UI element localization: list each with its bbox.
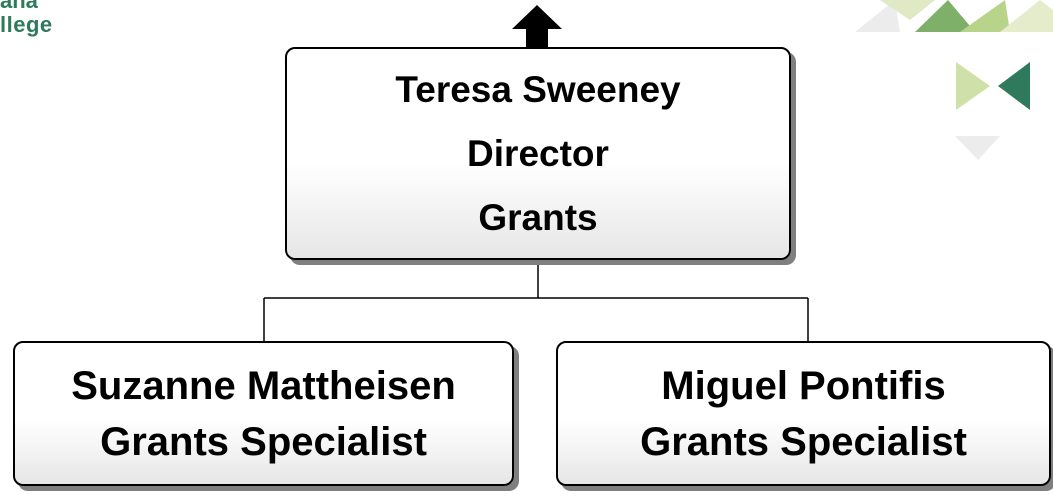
college-logo-text: llege [0, 12, 53, 37]
node-name: Teresa Sweeney [395, 68, 681, 110]
up-arrow-icon [512, 5, 562, 47]
node-name: Miguel Pontifis [661, 363, 946, 408]
college-logo-text-top: ana [0, 0, 38, 13]
node-title: Grants Specialist [640, 419, 967, 464]
decorative-triangles-icon [855, 0, 1053, 160]
connector-lines [263, 262, 809, 341]
org-node-specialist-1: Suzanne Mattheisen Grants Specialist [13, 341, 514, 486]
node-name: Suzanne Mattheisen [71, 363, 456, 408]
org-node-specialist-2: Miguel Pontifis Grants Specialist [556, 341, 1051, 486]
node-title: Director [467, 132, 609, 174]
node-department: Grants [478, 196, 598, 238]
org-node-director: Teresa Sweeney Director Grants [285, 47, 791, 260]
node-title: Grants Specialist [100, 419, 427, 464]
